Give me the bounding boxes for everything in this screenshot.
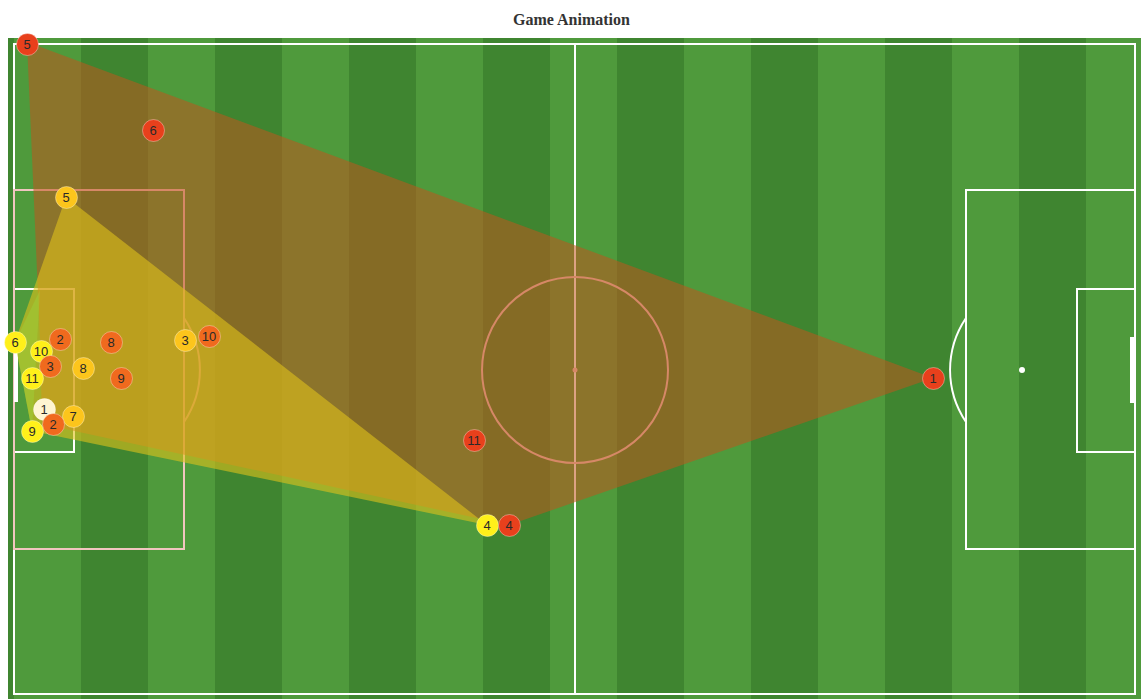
player-number: 6: [142, 119, 165, 142]
player-number: 5: [16, 33, 39, 56]
player-marker: 11: [21, 367, 44, 390]
player-number: 4: [498, 514, 521, 537]
player-marker: 3: [174, 329, 197, 352]
grass: [8, 38, 1141, 699]
player-number: 2: [42, 413, 65, 436]
player-marker: 1: [922, 367, 945, 390]
player-number: 9: [110, 367, 133, 390]
player-marker: 5: [55, 186, 78, 209]
player-marker: 2: [42, 413, 65, 436]
chart-title: Game Animation: [0, 11, 1143, 29]
player-marker: 7: [62, 405, 85, 428]
player-marker: 8: [100, 331, 123, 354]
player-marker: 10: [198, 325, 221, 348]
player-number: 5: [55, 186, 78, 209]
player-marker: 11: [463, 429, 486, 452]
team-hull: [15, 197, 487, 525]
player-marker: 8: [72, 357, 95, 380]
player-number: 1: [922, 367, 945, 390]
player-number: 2: [49, 328, 72, 351]
player-number: 6: [4, 331, 27, 354]
player-number: 3: [174, 329, 197, 352]
goal: [1130, 337, 1135, 403]
player-number: 11: [21, 367, 44, 390]
player-marker: 6: [4, 331, 27, 354]
player-number: 8: [100, 331, 123, 354]
player-marker: 2: [49, 328, 72, 351]
title-text: Game Animation: [513, 11, 630, 28]
goal: [14, 350, 18, 402]
player-number: 8: [72, 357, 95, 380]
player-number: 11: [463, 429, 486, 452]
player-marker: 4: [498, 514, 521, 537]
player-marker: 6: [142, 119, 165, 142]
player-marker: 4: [476, 514, 499, 537]
player-marker: 5: [16, 33, 39, 56]
player-number: 9: [21, 420, 44, 443]
player-marker: 9: [110, 367, 133, 390]
player-marker: 9: [21, 420, 44, 443]
player-number: 7: [62, 405, 85, 428]
player-number: 10: [198, 325, 221, 348]
player-number: 4: [476, 514, 499, 537]
